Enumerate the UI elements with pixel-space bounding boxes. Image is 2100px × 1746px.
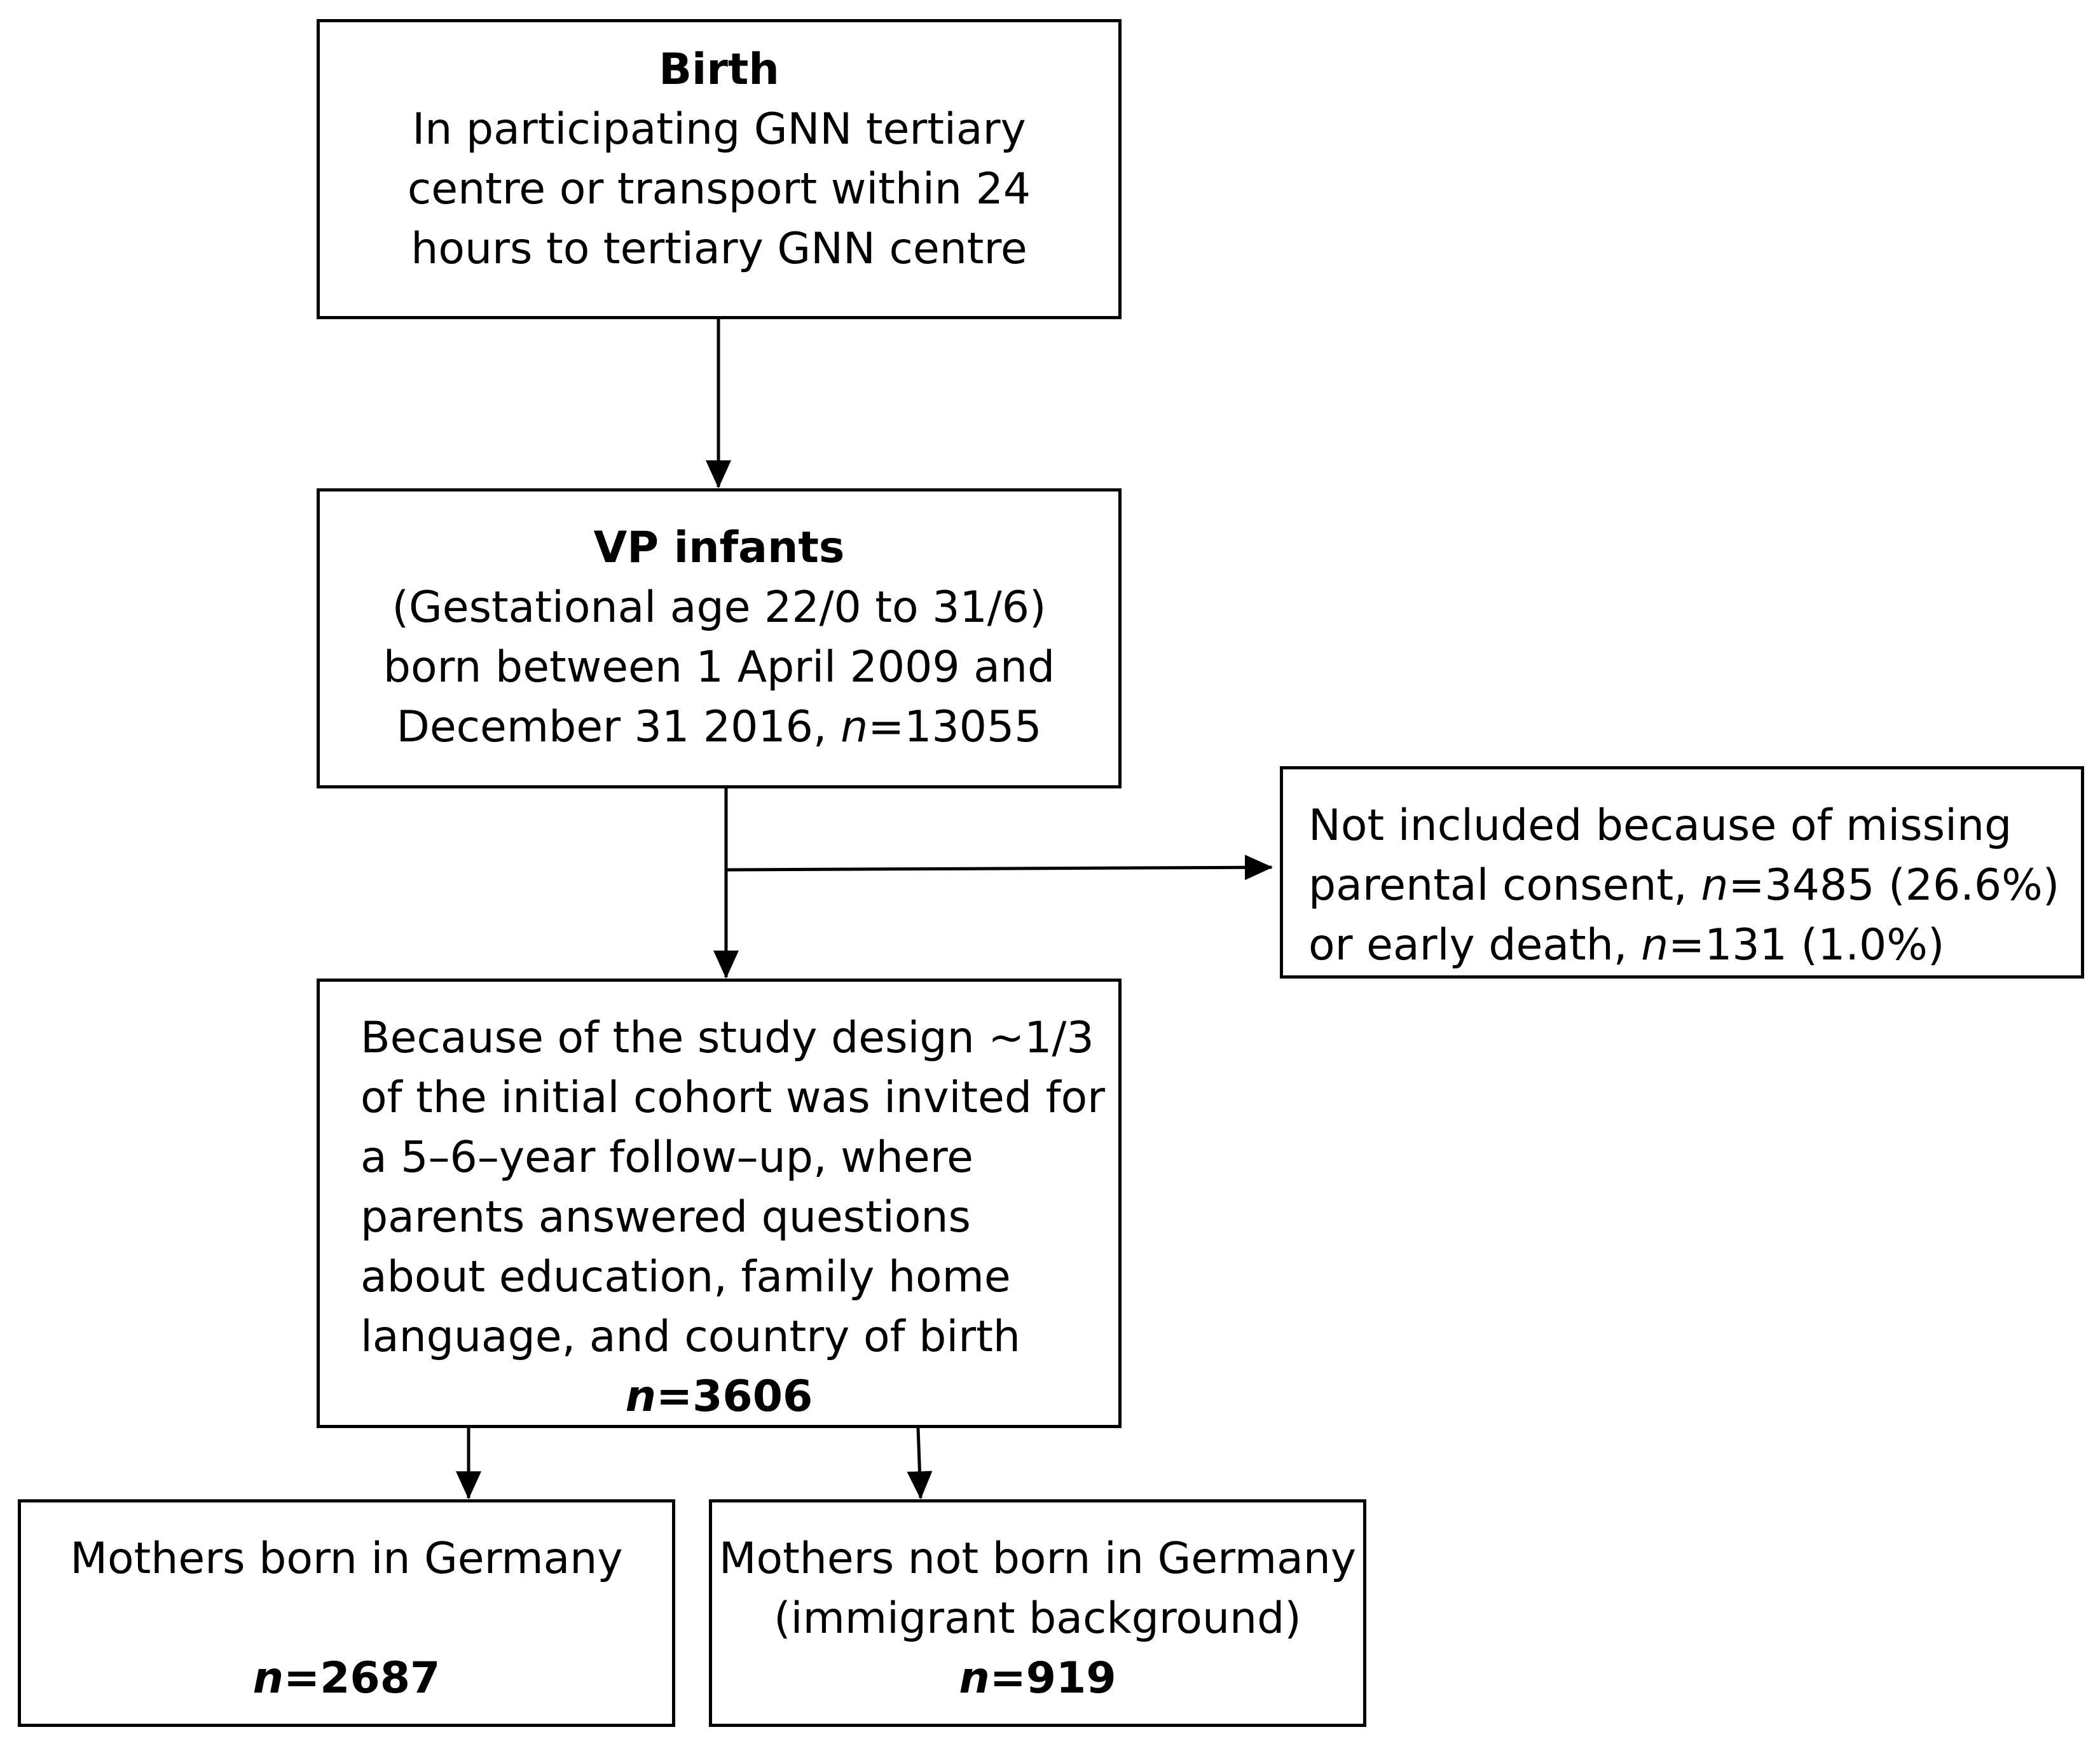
mothers-germany-n-label: n (252, 1653, 284, 1703)
spacer-line (21, 1589, 672, 1649)
arrow-to-excluded (725, 855, 1273, 881)
excluded-consent-n-value: =3485 (26.6%) (1728, 860, 2060, 911)
excluded-consent-n-label: n (1701, 860, 1729, 911)
followup-text-line: Because of the study design ~1/3 (360, 1013, 1094, 1063)
mothers-germany-box: Mothers born in Germany n=2687 (18, 1499, 675, 1727)
vp-infants-n-label: n (841, 702, 868, 752)
mothers-germany-count: n=2687 (21, 1649, 672, 1708)
excluded-death-text: or early death, (1308, 920, 1642, 970)
vp-infants-text-line: born between 1 April 2009 and (383, 642, 1055, 692)
excluded-text-line: Not included because of missing (1308, 801, 2012, 851)
birth-text-line: centre or transport within 24 (407, 164, 1031, 214)
arrow-followup-to-immigrant (907, 1427, 933, 1499)
vp-infants-title: VP infants (593, 523, 845, 573)
excluded-consent-text: parental consent, (1308, 860, 1701, 911)
followup-text-line: parents answered questions (360, 1192, 971, 1242)
excluded-death-n-label: n (1641, 920, 1669, 970)
birth-text-line: hours to tertiary GNN centre (411, 224, 1027, 274)
mothers-immigrant-box: Mothers not born in Germany (immigrant b… (709, 1499, 1366, 1727)
excluded-death-n-value: =131 (1.0%) (1668, 920, 1945, 970)
excluded-box: Not included because of missing parental… (1280, 766, 2084, 979)
mothers-germany-title: Mothers born in Germany (70, 1534, 623, 1584)
mothers-immigrant-n-value: =919 (989, 1653, 1116, 1703)
mothers-immigrant-count: n=919 (712, 1649, 1363, 1708)
followup-n-value: =3606 (656, 1371, 813, 1422)
mothers-immigrant-n-label: n (959, 1653, 990, 1703)
followup-text-line: of the initial cohort was invited for (360, 1073, 1106, 1123)
mothers-germany-n-value: =2687 (284, 1653, 441, 1703)
birth-title: Birth (659, 45, 779, 95)
excluded-consent-line: parental consent, n=3485 (26.6%) (1308, 856, 2081, 916)
followup-count: n=3606 (360, 1367, 1118, 1427)
vp-infants-n-value: =13055 (868, 702, 1042, 752)
vp-infants-text-line: (Gestational age 22/0 to 31/6) (392, 582, 1047, 633)
birth-box: Birth In participating GNN tertiary cent… (317, 19, 1122, 319)
birth-text-line: In participating GNN tertiary (412, 104, 1026, 155)
followup-text-line: about education, family home (360, 1252, 1011, 1302)
followup-text-line: a 5–6–year follow–up, where (360, 1132, 974, 1183)
vp-infants-box: VP infants (Gestational age 22/0 to 31/6… (317, 488, 1122, 788)
followup-text-line: language, and country of birth (360, 1312, 1020, 1362)
mothers-immigrant-title: Mothers not born in Germany (718, 1534, 1357, 1584)
excluded-death-line: or early death, n=131 (1.0%) (1308, 916, 2081, 975)
vp-infants-date-text: December 31 2016, (396, 702, 841, 752)
followup-box: Because of the study design ~1/3 of the … (317, 979, 1122, 1428)
mothers-immigrant-subtitle: (immigrant background) (774, 1593, 1301, 1644)
vp-infants-count-line: December 31 2016, n=13055 (320, 698, 1118, 757)
followup-n-label: n (625, 1371, 657, 1422)
